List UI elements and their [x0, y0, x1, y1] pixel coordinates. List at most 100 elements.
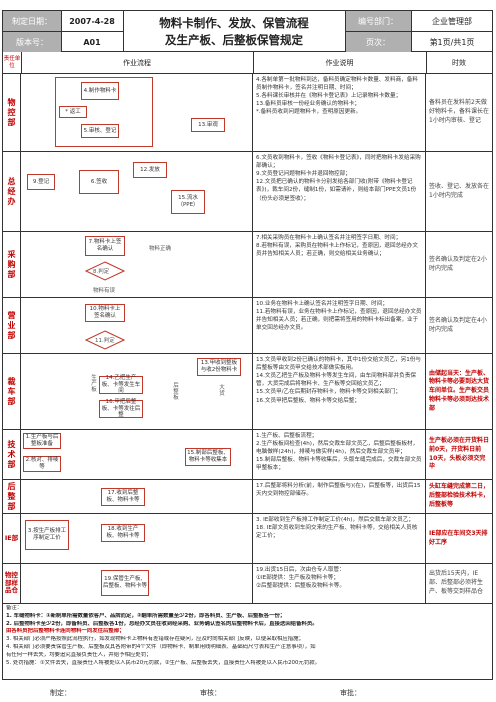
- step-check-marker: 2.核对、排唛等: [23, 456, 61, 472]
- flow-cell: 3.按生产板排工序制定工价 18.收到生产板、物料卡等: [21, 514, 253, 563]
- production-board-label: 生产板: [90, 374, 96, 392]
- step-description: 17.后整部将料分析(前，制作后整板与)(在)，后整板等，出货后15天内交到物控…: [253, 480, 426, 513]
- title-line-2: 及生产板、后整板保管规定: [165, 32, 303, 47]
- time-limit: 由储起当天：生产板、物料卡等必要到达大货车间单位。生产板交员物料卡等必须到达技术…: [429, 369, 490, 412]
- step-description: 6.文员收到物料卡，签收《物料卡登记表》，同时把物料卡发给采购部确认； 9.文员…: [253, 152, 426, 231]
- title-line-1: 物料卡制作、发放、保管流程: [159, 16, 309, 31]
- date-label: 制定日期：: [3, 11, 61, 31]
- dept-label: 采购部: [3, 232, 21, 297]
- time-limit: 签名确认及判定在4小时内完成: [429, 316, 487, 333]
- bulk-label: 大货: [218, 384, 224, 396]
- band-material-control: 物控部 4.制作物料卡 * 返工 5.审核、登记 13.审观 4.各制单第一批物…: [2, 74, 493, 152]
- date-value: 2007-4-28: [69, 16, 115, 26]
- step-rework: * 返工: [59, 106, 87, 118]
- document-header: 制定日期： 2007-4-28 版本号： A01 物料卡制作、发放、保管流程 及…: [2, 10, 493, 52]
- flow-cell: 4.制作物料卡 * 返工 5.审核、登记 13.审观: [21, 74, 253, 151]
- band-sample-store: 物控部样品仓 19.保管生产板、后整板、物料卡等 19.出货15日后，次由仓专人…: [2, 564, 493, 604]
- band-ie: IE部 3.按生产板排工序制定工价 18.收到生产板、物料卡等 3. IE部收到…: [2, 514, 493, 564]
- time-limit: 备料员在发料前2天做好物料卡，备料课长在1小时内审核、登记: [429, 99, 490, 124]
- step-register: 9.登记: [27, 174, 55, 190]
- note-line-5: 4. 相关部门必须要责保管生产板、后整板及其各附带的4个文件（即物料卡、制单用线…: [6, 644, 316, 651]
- step-distribute: 12.发放: [133, 162, 167, 178]
- step-make-card: 4.制作物料卡: [81, 82, 119, 100]
- time-limit: 签名确认及判定在2小时内完成: [429, 255, 487, 272]
- column-header-row: 责任单位 作业流程 作业说明 时效: [2, 52, 493, 74]
- flow-cell: 13.甲收到整板与收2份物料卡 14.乙把生产板、卡等发生车间 16.甲把后整板…: [21, 354, 253, 429]
- flow-cell: 19.保管生产板、后整板、物料卡等: [21, 564, 253, 603]
- time-limit: 头缸车缝完成第二日，后整部检验技术料卡，后整板等: [429, 483, 490, 508]
- step-sales-confirm: 10.物料卡上签名确认: [85, 304, 125, 322]
- dept-label: 裁车部: [3, 354, 21, 429]
- page-value: 第1页/共1页: [429, 37, 475, 47]
- decision-label: 8.判定: [93, 269, 110, 275]
- code-label: 编号部门：: [345, 11, 411, 31]
- step-review-register: 5.审核、登记: [81, 124, 119, 138]
- version-value: A01: [83, 37, 101, 47]
- decision-label: 11.判定: [95, 338, 115, 344]
- document-title: 物料卡制作、发放、保管流程 及生产板、后整板保管规定: [123, 11, 345, 52]
- flow-cell: 7.物料卡上签名确认 8.判定 物料有误 物料正确: [21, 232, 253, 297]
- dept-label: 技术部: [3, 430, 21, 479]
- step-description: 1.生产板、后整板流程； 2.生产板板间检查(4h)，然后交裁车部文员乙，后整后…: [253, 430, 426, 479]
- flow-cell: 10.物料卡上签名确认 11.判定: [21, 298, 253, 353]
- material-error-label: 物料有误: [93, 288, 116, 294]
- step-receive-finishing: 17.收到后整板、物料卡等: [101, 488, 145, 506]
- material-correct-label: 物料正确: [149, 246, 172, 252]
- flow-cell: 17.收到后整板、物料卡等: [21, 480, 253, 513]
- note-line-3: 由各料员把后整物料卡连同物料一同发往后整部；: [6, 628, 125, 635]
- page-label: 页次：: [345, 32, 411, 52]
- step-receive-ie: 18.收到生产板、物料卡等: [101, 524, 145, 542]
- band-sales: 营业部 10.物料卡上签名确认 11.判定 10.业务在物料卡上确认签名并注明签…: [2, 298, 493, 354]
- dept-label: 营业部: [3, 298, 21, 353]
- col-flow: 作业流程: [123, 58, 151, 67]
- notes-section: 备注： 1. 车缝物料卡：①新制单所需数量依客户、品牌而定，②翻单所需数量至少2…: [2, 604, 493, 680]
- step-prepare-boards: 1.生产板与后整板准备: [23, 433, 61, 449]
- signature-approve: 审批：: [340, 689, 361, 697]
- time-limit: 生产板必须在开货料日前0天，开货料日前10天，头板必须交完毕: [429, 437, 490, 471]
- col-desc: 作业说明: [325, 58, 354, 67]
- col-unit: 责任单位: [3, 55, 21, 69]
- dept-label: 总经办: [3, 152, 21, 231]
- step-description: 19.出货15日后，次由仓专人取管： ①IE部提供：生产板及物料卡等； ②后整部…: [253, 564, 426, 603]
- band-finishing: 后整部 17.收到后整板、物料卡等 17.后整部将料分析(前，制作后整板与)(在…: [2, 480, 493, 514]
- band-purchasing: 采购部 7.物料卡上签名确认 8.判定 物料有误 物料正确 7.相关采购员在物料…: [2, 232, 493, 298]
- band-technical: 技术部 1.生产板与后整板准备 2.核对、排唛等 15.制部后整板、物料卡等收集…: [2, 430, 493, 480]
- step-description: 4.各制单第一批物料到达，备料员确定物料卡数量、发料商，备料员制作物料卡，签名并…: [253, 74, 426, 151]
- step-description: 3. IE部收到生产板排工作制定工价(4h)，然后交裁车部文员乙； 18. IE…: [253, 514, 426, 563]
- step-observe: 13.审观: [191, 118, 225, 132]
- time-limit: IE部应在车间交3天排好工序: [429, 529, 488, 546]
- step-purchase-confirm: 7.物料卡上签名确认: [85, 236, 125, 256]
- decision-diamond: [85, 330, 125, 350]
- step-set-price: 3.按生产板排工序制定工价: [25, 520, 69, 550]
- time-limit: 签收、登记、发放各在1小时内完成: [429, 182, 490, 199]
- note-line-7: 5. 处罚措施：①文件丢失，直接责任人将被处以人民币20元罚款，②生产板、后整板…: [6, 659, 320, 666]
- notes-label: 备注：: [6, 605, 23, 611]
- note-line-6: 有任何一样丢失，均要追究直接负责任人，并给予相应处罚；: [6, 651, 152, 658]
- step-description: 10.业务在物料卡上确认签名并注明签字日期、时间； 11.若物料有误，业务在物料…: [253, 298, 426, 353]
- step-send-finishing: 16.甲把后整板、卡等发往后整: [99, 399, 143, 418]
- code-value: 企业管理部: [432, 16, 472, 26]
- time-limit: 出货后15天内，IE部、后整部必须将生产、板等交到样品仓: [429, 570, 484, 595]
- note-line-1: 1. 车缝物料卡：①新制单所需数量依客户、品牌而定，②翻单所需数量至少2份，即各…: [6, 612, 286, 619]
- signature-made: 制定：: [50, 689, 71, 697]
- finishing-board-label: 后整板: [172, 382, 178, 400]
- step-sign: 6.签收: [79, 170, 119, 194]
- dept-label: 后整部: [3, 480, 21, 513]
- note-line-2: 2. 后整物料卡至少2份，即备料员、后整板各1份，总经办文员在收到经采购、业务确…: [6, 620, 318, 627]
- signature-audit: 审核：: [200, 689, 221, 697]
- dept-label: 物控部: [3, 74, 21, 151]
- flow-cell: 1.生产板与后整板准备 2.核对、排唛等 15.制部后整板、物料卡等收集本: [21, 430, 253, 479]
- step-description: 7.相关采购员在物料卡上确认签名并注明签字日期、时间； 8.若物料有误，采购员在…: [253, 232, 426, 297]
- dept-label: IE部: [3, 514, 21, 563]
- step-description: 13.文员甲收到2份已确认的物料卡，其中1份交给文员乙，另1份与后整板等由文员甲…: [253, 354, 426, 429]
- version-label: 版本号：: [3, 32, 61, 52]
- band-cutting: 裁车部 13.甲收到整板与收2份物料卡 14.乙把生产板、卡等发生车间 16.甲…: [2, 354, 493, 430]
- dept-label: 物控部样品仓: [3, 564, 21, 603]
- col-time: 时效: [452, 58, 466, 67]
- flow-cell: 9.登记 6.签收 12.发放 15.流水（PPE）: [21, 152, 253, 231]
- band-general-office: 总经办 9.登记 6.签收 12.发放 15.流水（PPE） 6.文员收到物料卡…: [2, 152, 493, 232]
- note-line-4: 3. 相关部门必须严格按照此流程执行，如发现物料卡上物料有差错或存在疑问，应及时…: [6, 636, 304, 643]
- step-flow-ppe: 15.流水（PPE）: [171, 190, 205, 214]
- step-collect-boards: 15.制部后整板、物料卡等收集本: [185, 448, 231, 466]
- decision-diamond: [85, 261, 125, 281]
